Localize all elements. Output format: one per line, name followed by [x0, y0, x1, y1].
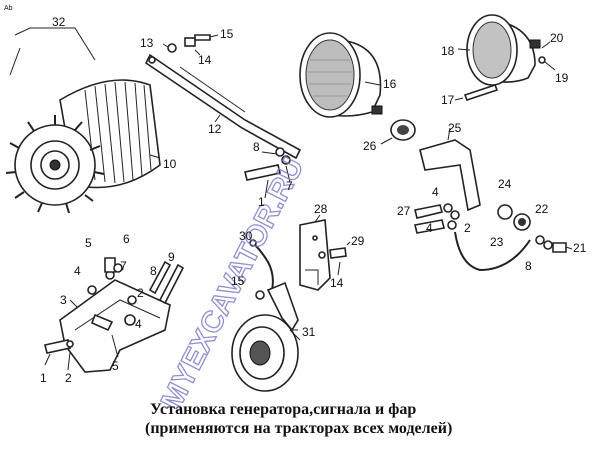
- label-1b: 1: [258, 195, 265, 209]
- leader-10: [149, 154, 161, 159]
- fan-blades: [5, 115, 105, 214]
- horn-assembly: [231, 214, 351, 392]
- ground-wire: [454, 231, 531, 272]
- bracket-strap: [144, 53, 302, 160]
- label-15b: 15: [231, 274, 245, 288]
- label-18: 18: [441, 44, 455, 58]
- label-14a: 14: [198, 53, 212, 67]
- label-31: 31: [302, 325, 316, 339]
- bolt-set-center: [244, 147, 291, 199]
- label-2a: 2: [464, 221, 471, 235]
- label-5a: 5: [85, 236, 92, 250]
- label-9: 9: [168, 250, 175, 264]
- mounting-plate: [44, 257, 185, 373]
- label-5b: 5: [112, 359, 119, 373]
- label-19: 19: [555, 71, 569, 85]
- label-4a: 4: [432, 185, 439, 199]
- corner-mark: Ab: [4, 5, 13, 12]
- label-17: 17: [441, 93, 455, 107]
- label-8b: 8: [150, 264, 157, 278]
- label-29: 29: [351, 234, 365, 248]
- label-7a: 7: [286, 179, 293, 193]
- label-8c: 8: [525, 259, 532, 273]
- bolt-27a: [414, 204, 443, 219]
- part-labels: 32 10 13 14 15 12 16 18 20 19 17 25 26 8…: [40, 15, 587, 385]
- label-16: 16: [383, 77, 397, 91]
- caption-line-2: (применяются на тракторах всех моделей): [145, 420, 452, 437]
- generator: [5, 27, 161, 214]
- label-4c: 4: [74, 264, 81, 278]
- label-30: 30: [239, 229, 253, 243]
- label-2b: 2: [137, 286, 144, 300]
- label-13: 13: [140, 36, 154, 50]
- horn-bracket: [266, 281, 299, 332]
- label-21: 21: [573, 241, 587, 255]
- label-8a: 8: [253, 140, 260, 154]
- bolt-17: [463, 84, 499, 101]
- label-4b: 4: [426, 221, 433, 235]
- washer-22: [535, 235, 545, 245]
- washer-24: [497, 204, 513, 220]
- label-20: 20: [550, 31, 564, 45]
- label-4d: 4: [135, 317, 142, 331]
- headlamp-large: [299, 32, 383, 118]
- bracket-28: [299, 219, 331, 291]
- label-1a: 1: [40, 371, 47, 385]
- screw-15: [194, 34, 211, 41]
- lamp-bracket: [380, 119, 573, 272]
- label-24: 24: [498, 177, 512, 191]
- label-14b: 14: [330, 276, 344, 290]
- label-32: 32: [52, 15, 66, 29]
- nut-21: [552, 242, 567, 253]
- bolt-1b: [244, 164, 281, 181]
- bolt-1a: [44, 339, 71, 354]
- headlamp-small: [454, 14, 556, 101]
- label-12: 12: [208, 122, 222, 136]
- label-25: 25: [448, 121, 462, 135]
- plate-3: [59, 279, 171, 373]
- label-2c: 2: [65, 371, 72, 385]
- tension-bracket: [144, 34, 302, 160]
- label-6: 6: [123, 232, 130, 246]
- label-7b: 7: [120, 259, 127, 273]
- label-22: 22: [535, 202, 549, 216]
- washer-8: [543, 240, 553, 250]
- label-3: 3: [60, 293, 67, 307]
- caption-line-1: Установка генератора,сигнала и фар: [150, 401, 416, 418]
- label-26: 26: [363, 139, 377, 153]
- bolt-8: [148, 260, 172, 295]
- bolt-27b: [414, 219, 445, 234]
- label-28: 28: [314, 202, 328, 216]
- label-10: 10: [163, 157, 177, 171]
- bolt-14b: [329, 247, 347, 259]
- leader-32: [14, 27, 96, 61]
- washer-13: [167, 43, 177, 53]
- bracket-25: [419, 139, 481, 212]
- leader-16: [364, 81, 381, 86]
- wire-30: [254, 244, 274, 291]
- label-23: 23: [490, 235, 504, 249]
- bolt-5: [104, 257, 116, 273]
- label-15a: 15: [220, 27, 234, 41]
- generator-fins: [84, 81, 152, 184]
- bolt-9: [158, 263, 185, 305]
- bolt-5b: [90, 313, 114, 332]
- label-27: 27: [397, 204, 411, 218]
- nut-14: [184, 37, 196, 47]
